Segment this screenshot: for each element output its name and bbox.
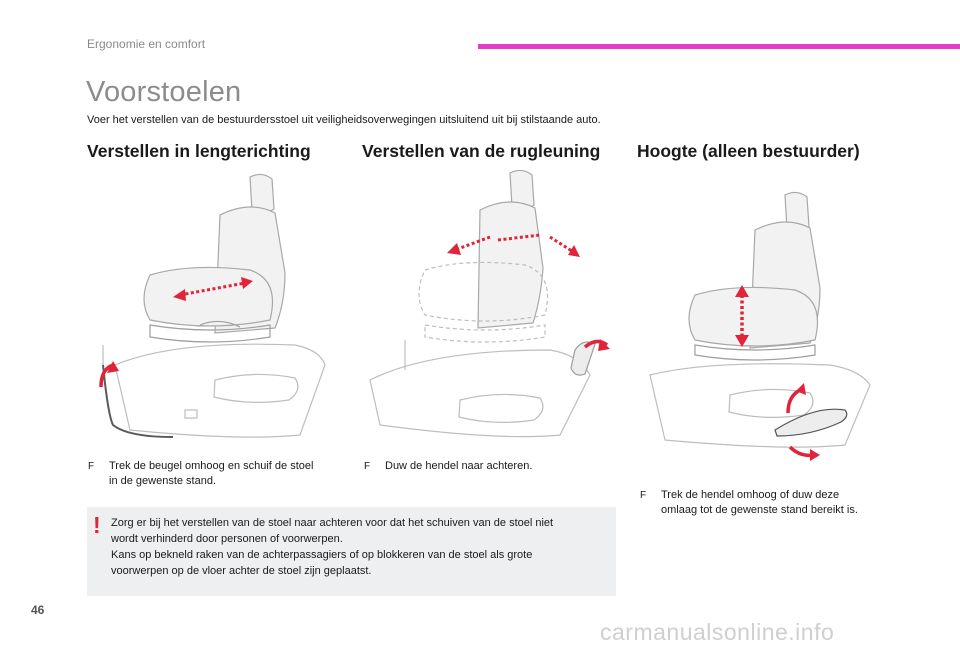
step-lengthwise: F Trek de beugel omhoog en schuif de sto… bbox=[88, 459, 348, 491]
step-marker: F bbox=[364, 461, 371, 472]
seat-height-illustration bbox=[649, 191, 871, 461]
step-text: Trek de beugel omhoog en schuif de stoel… bbox=[109, 460, 314, 487]
seat-backrest-illustration bbox=[369, 169, 610, 438]
step-marker: F bbox=[88, 461, 95, 472]
step-text: Duw de hendel naar achteren. bbox=[385, 460, 533, 472]
warning-icon: ! bbox=[93, 512, 101, 538]
intro-text: Voer het verstellen van de bestuurdersst… bbox=[87, 114, 601, 126]
accent-bar bbox=[478, 44, 960, 49]
step-text: Trek de hendel omhoog of duw deze omlaag… bbox=[661, 489, 858, 516]
warning-text: Zorg er bij het verstellen van de stoel … bbox=[111, 517, 554, 577]
page-number: 46 bbox=[31, 603, 45, 617]
heading-backrest: Verstellen van de rugleuning bbox=[362, 141, 601, 161]
step-marker: F bbox=[640, 490, 647, 501]
step-backrest: F Duw de hendel naar achteren. bbox=[364, 459, 614, 477]
step-height: F Trek de hendel omhoog of duw deze omla… bbox=[640, 488, 910, 520]
section-label: Ergonomie en comfort bbox=[87, 37, 206, 51]
heading-lengthwise: Verstellen in lengterichting bbox=[87, 141, 311, 161]
heading-height: Hoogte (alleen bestuurder) bbox=[637, 141, 860, 161]
page-title: Voorstoelen bbox=[86, 76, 242, 108]
seat-lengthwise-illustration bbox=[99, 173, 326, 438]
watermark: carmanualsonline.info bbox=[600, 619, 835, 645]
warning-box bbox=[87, 507, 616, 596]
